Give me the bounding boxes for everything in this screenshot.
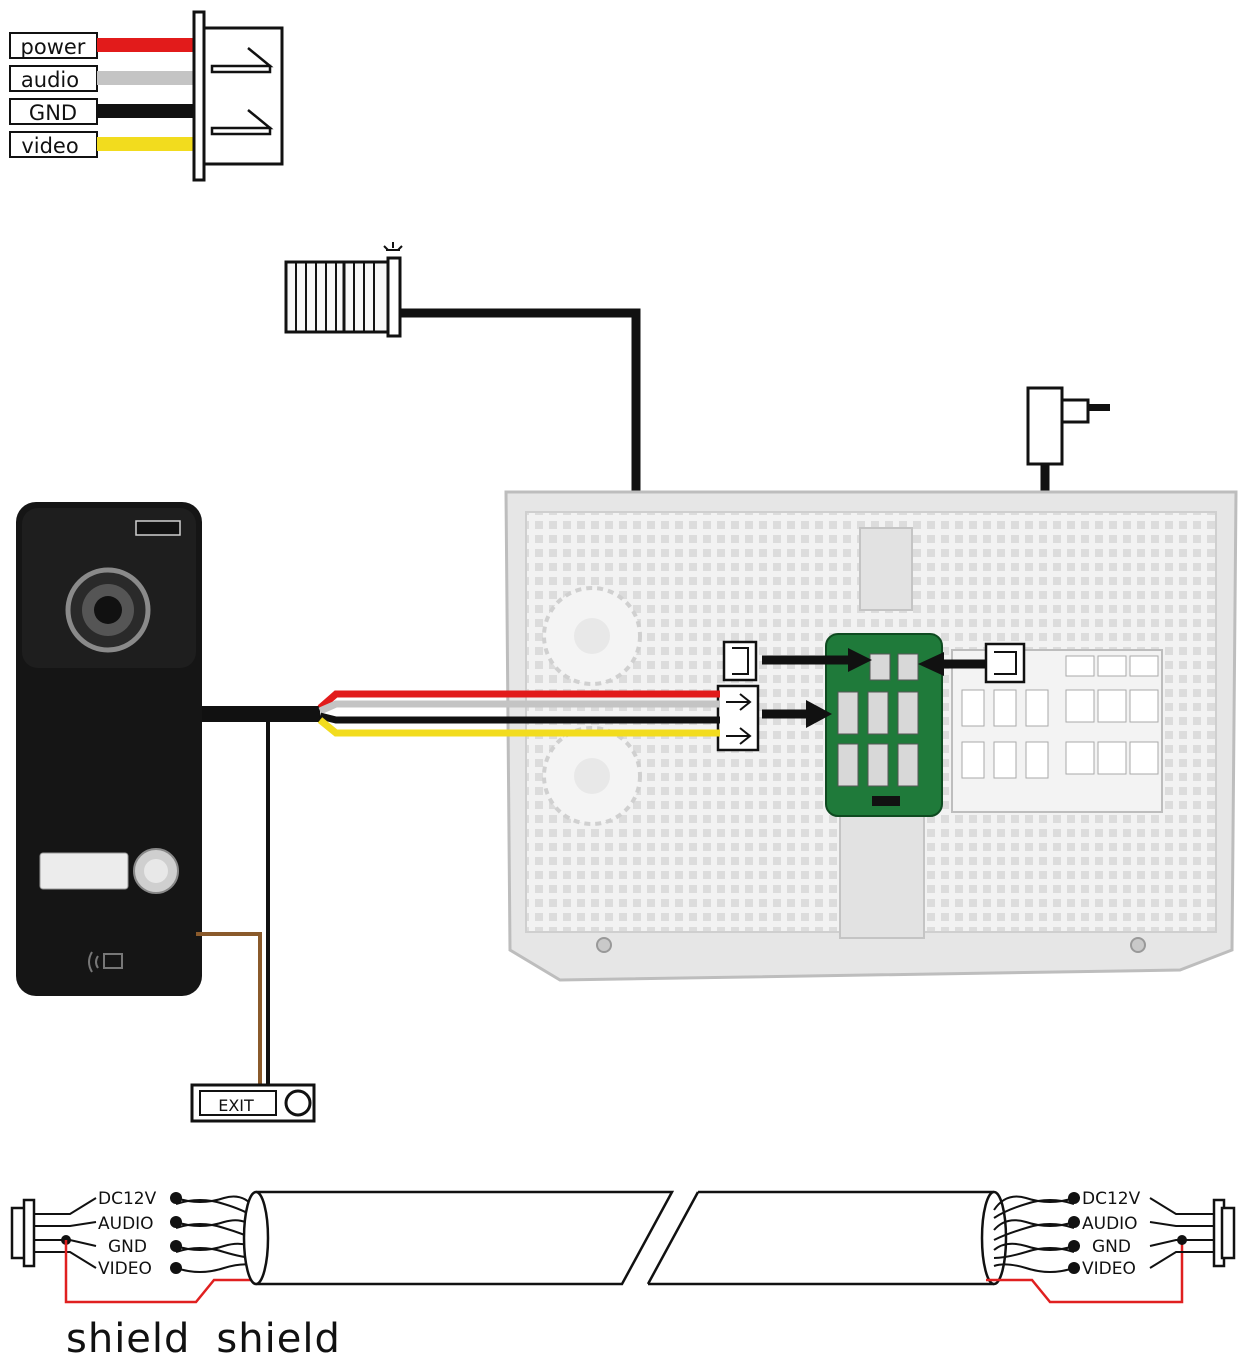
legend-box-power xyxy=(9,32,98,59)
rfid-icon xyxy=(88,951,123,973)
shield-label-right: shield xyxy=(216,1316,341,1362)
shield-labels: shield shield xyxy=(66,1316,367,1362)
shield-wire-left xyxy=(64,1240,262,1304)
exit-button-icon xyxy=(190,1083,316,1123)
exit-unlock-wire xyxy=(196,932,262,1090)
power-adapter-icon xyxy=(1026,386,1110,466)
pcb-board xyxy=(825,633,943,817)
arrow-head-icon xyxy=(848,648,872,672)
terminal-label-sticker xyxy=(951,649,1163,813)
legend-box-audio xyxy=(9,65,98,92)
right-pin-video: VIDEO xyxy=(1082,1259,1136,1279)
legend-label-power: power xyxy=(21,35,86,59)
connector-icon xyxy=(716,640,1026,752)
cable-shield-diagram xyxy=(10,1190,1236,1304)
screw-icon xyxy=(596,937,612,953)
legend-label-video: video xyxy=(21,134,78,158)
right-pin-audio: AUDIO xyxy=(1082,1214,1138,1234)
left-pin-gnd: GND xyxy=(108,1237,147,1257)
exit-button-label: EXIT xyxy=(218,1096,254,1115)
arrow-head-icon xyxy=(918,652,944,676)
left-pin-dc12v: DC12V xyxy=(98,1189,157,1209)
legend-label-audio: audio xyxy=(21,68,79,92)
left-pin-video: VIDEO xyxy=(98,1259,152,1279)
monitor-back xyxy=(504,490,1238,982)
right-pin-gnd: GND xyxy=(1092,1237,1131,1257)
left-pin-audio: AUDIO xyxy=(98,1214,154,1234)
legend-wire-power xyxy=(97,38,195,52)
connector-icon xyxy=(192,10,284,182)
legend-wire-video xyxy=(97,137,195,151)
shield-label-left: shield xyxy=(66,1316,191,1362)
shield-wire-right xyxy=(986,1240,1184,1304)
screw-icon xyxy=(1130,937,1146,953)
legend-box-gnd xyxy=(9,98,98,125)
speaker-grill-icon xyxy=(542,586,642,826)
door-lock-icon xyxy=(284,242,403,338)
right-pin-dc12v: DC12V xyxy=(1082,1189,1141,1209)
door-station-camera-icon xyxy=(16,502,202,996)
legend-label-gnd: GND xyxy=(29,101,77,125)
legend-wire-gnd xyxy=(97,104,195,118)
four-wire-cable xyxy=(200,690,720,737)
legend-wire-audio xyxy=(97,71,195,85)
wire-color-legend: power audio GND video xyxy=(9,10,284,182)
arrow-head-icon xyxy=(806,700,832,728)
